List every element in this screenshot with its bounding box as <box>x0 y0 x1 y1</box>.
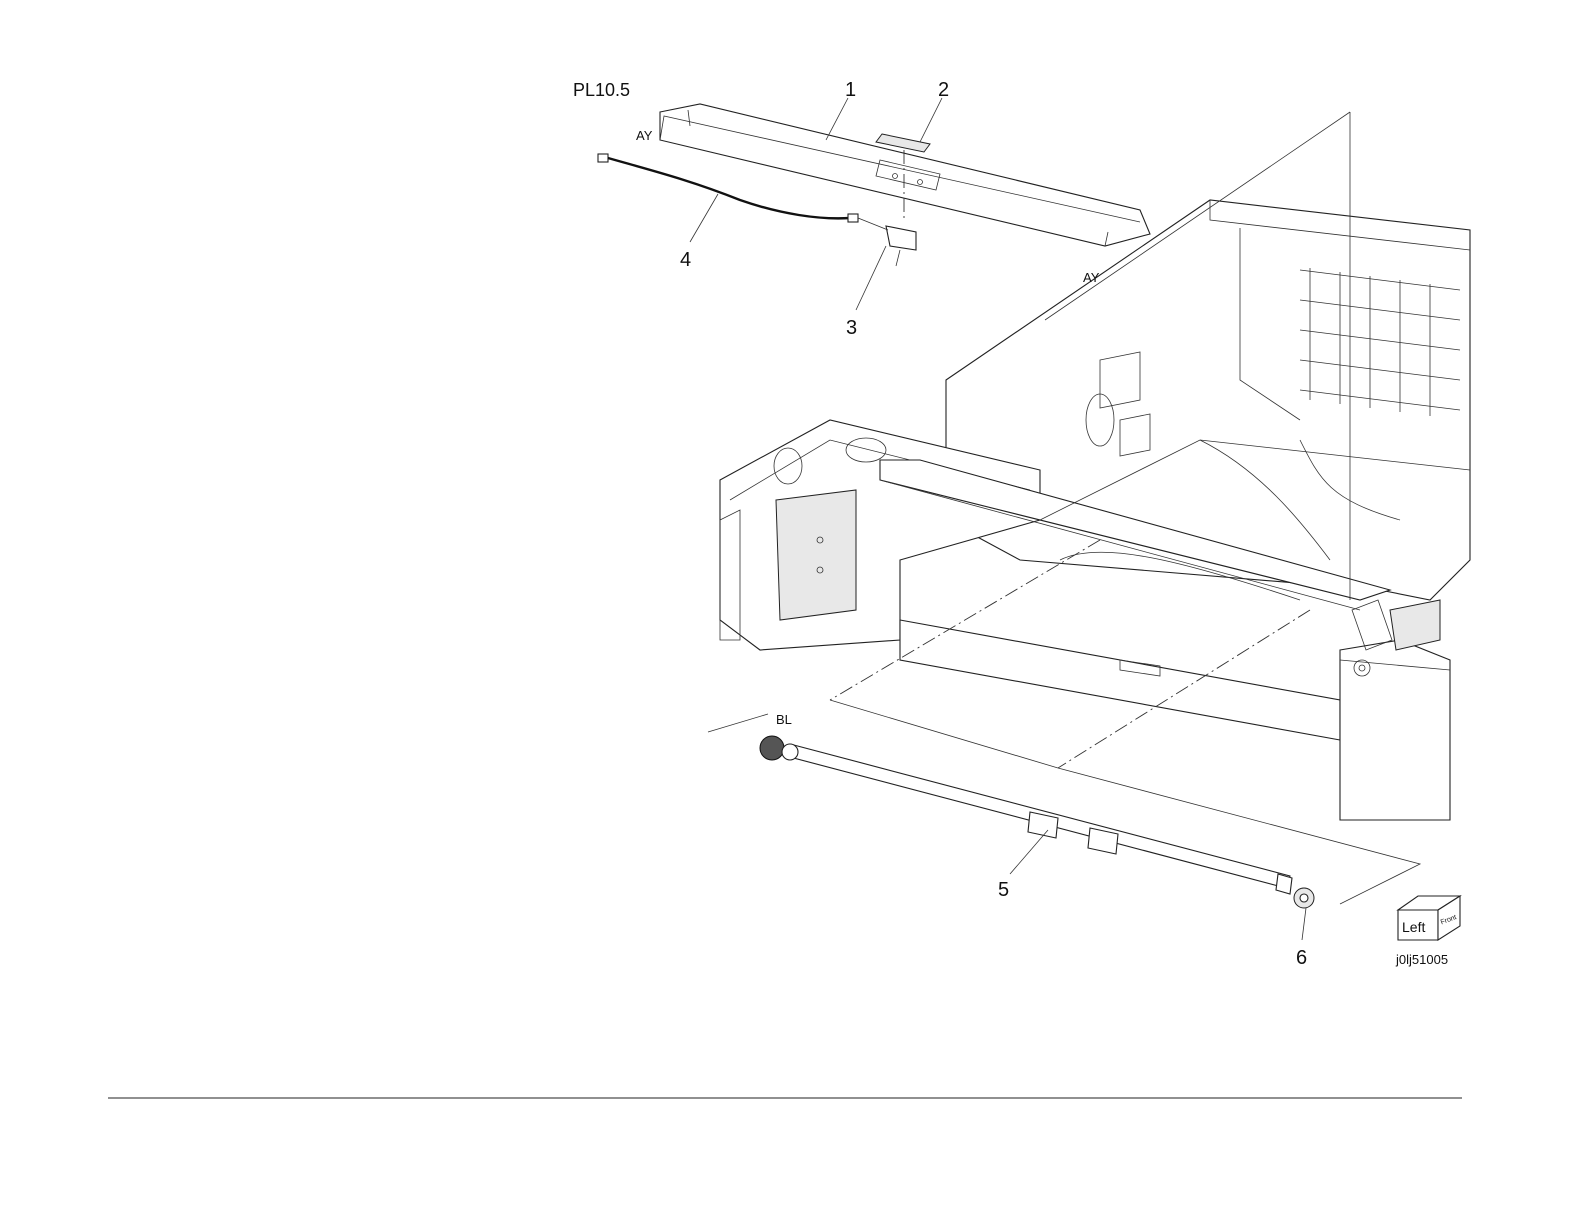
mark-ay-left: AY <box>636 128 653 143</box>
cube-label-left: Left <box>1402 919 1425 935</box>
leader-1 <box>826 98 848 140</box>
part-5-shaft <box>760 736 1292 894</box>
orientation-cube-icon: Left Front <box>1398 896 1460 940</box>
leader-6 <box>1302 908 1306 940</box>
leader-2 <box>920 98 942 142</box>
callout-4: 4 <box>680 249 691 271</box>
mark-ay-right: AY <box>1083 270 1100 285</box>
leader-3 <box>856 246 886 310</box>
machine-frame <box>720 200 1470 820</box>
callout-2: 2 <box>938 79 949 101</box>
mark-bl: BL <box>776 712 792 727</box>
callout-1: 1 <box>845 79 856 101</box>
part-6-bearing <box>1294 888 1314 908</box>
callout-3: 3 <box>846 317 857 339</box>
callout-6: 6 <box>1296 947 1307 969</box>
figure-id: j0lj51005 <box>1395 952 1448 967</box>
leader-4 <box>690 194 718 242</box>
callout-5: 5 <box>998 879 1009 901</box>
leader-5 <box>1010 830 1048 874</box>
part-1-rail-bracket <box>660 104 1150 246</box>
part-3-sensor <box>886 226 916 266</box>
plate-title: PL10.5 <box>573 80 630 100</box>
